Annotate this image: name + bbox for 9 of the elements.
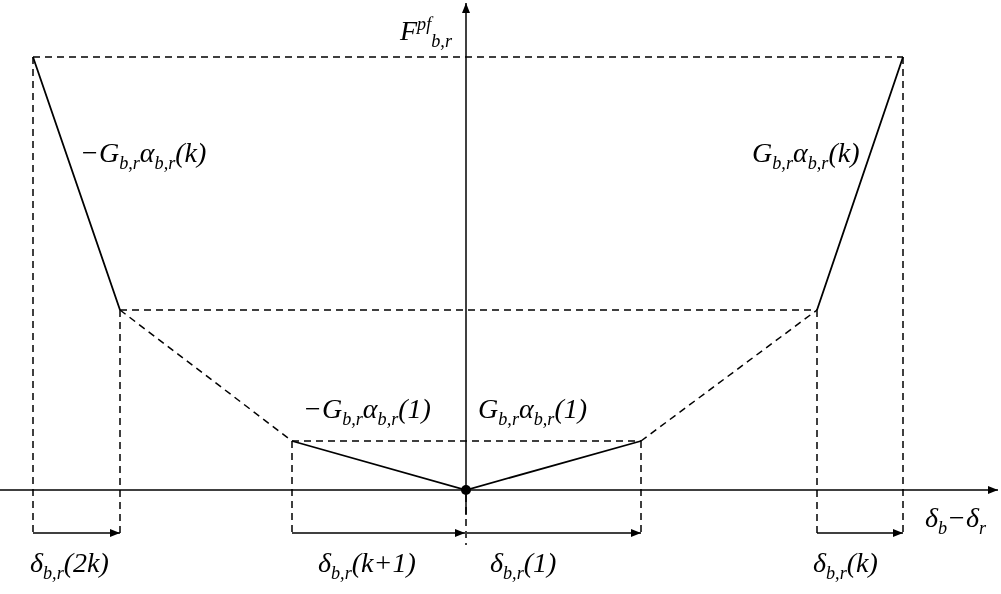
slope-label: −G$_{b,r}$α$_{b,r}$(1)	[303, 394, 431, 429]
interval-label: δ$_{b,r}$(2k)	[30, 548, 109, 583]
interval-label: δ$_{b,r}$(k+1)	[318, 548, 416, 583]
slope-label: G$_{b,r}$α$_{b,r}$(1)	[478, 394, 588, 429]
axis-label: δ$_{b}$−δ$_{r}$	[925, 503, 987, 538]
interval-label: δ$_{b,r}$(1)	[490, 548, 557, 583]
slope-label: G$_{b,r}$α$_{b,r}$(k)	[752, 138, 860, 173]
slope-label: −G$_{b,r}$α$_{b,r}$(k)	[80, 138, 207, 173]
interval-label: δ$_{b,r}$(k)	[813, 548, 878, 583]
